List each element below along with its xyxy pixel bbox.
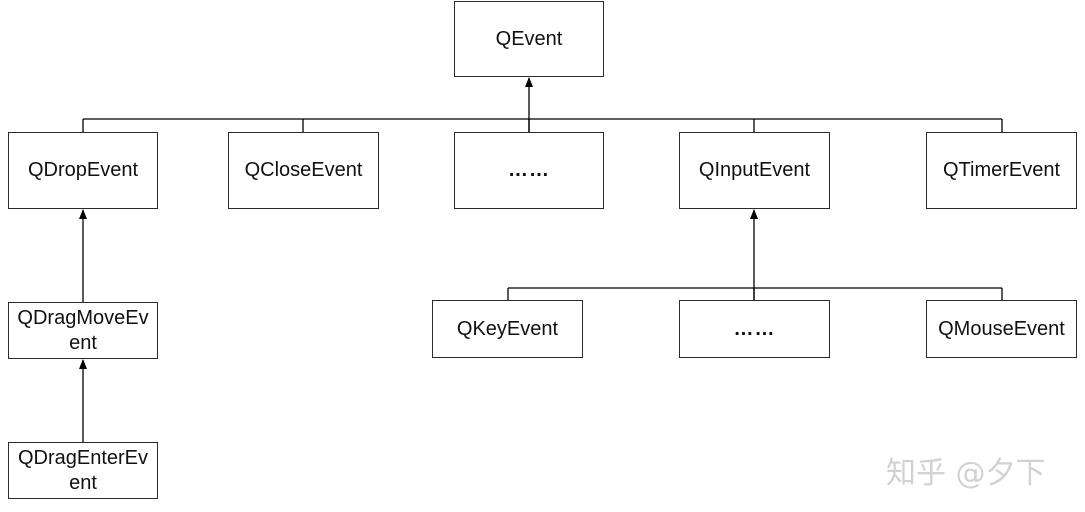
node-ellipsis-top: …… [454,132,604,209]
node-qmouseevent-label: QMouseEvent [938,317,1065,340]
node-qtimerevent: QTimerEvent [926,132,1077,209]
node-qcloseevent-label: QCloseEvent [244,159,363,181]
node-ellipsis-bottom: …… [679,300,830,358]
node-qdragmoveevent-label: QDragMoveEvent [17,306,149,354]
node-qkeyevent-label: QKeyEvent [456,317,559,340]
node-qtimerevent-label: QTimerEvent [942,159,1061,181]
node-qevent-label: QEvent [495,27,563,50]
node-qdragenterevent: QDragEnterEvent [8,442,158,499]
node-qdropevent: QDropEvent [8,132,158,209]
node-ellipsis-bottom-label: …… [733,317,776,340]
node-qdragmoveevent: QDragMoveEvent [8,302,158,359]
node-qkeyevent: QKeyEvent [432,300,583,358]
node-qdropevent-label: QDropEvent [27,159,139,181]
node-qinputevent-label: QInputEvent [698,159,811,181]
node-qevent: QEvent [454,1,604,77]
node-qcloseevent: QCloseEvent [228,132,379,209]
node-ellipsis-top-label: …… [508,159,550,181]
node-qmouseevent: QMouseEvent [926,300,1077,358]
node-qinputevent: QInputEvent [679,132,830,209]
node-qdragenterevent-label: QDragEnterEvent [17,446,149,494]
zhihu-watermark: 知乎 @夕下 [886,456,1046,491]
